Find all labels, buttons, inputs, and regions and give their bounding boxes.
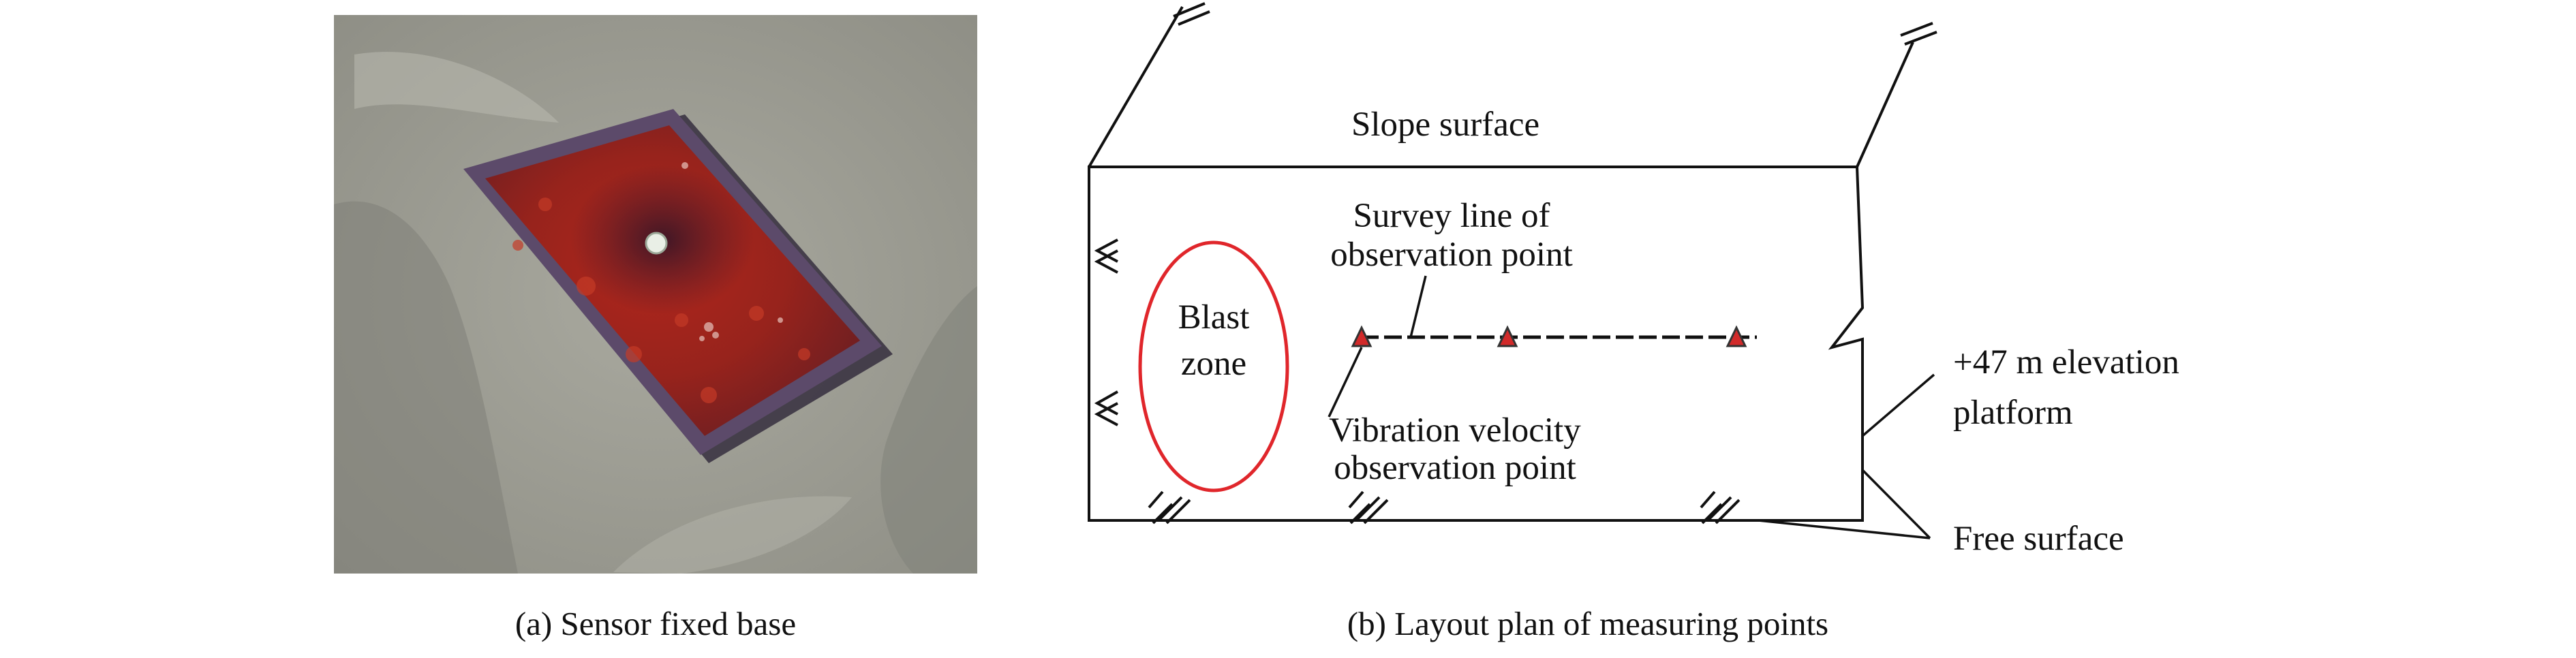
break-mark-right-top — [1900, 22, 1937, 46]
hatch-bottom-1 — [1148, 490, 1191, 524]
hatch-bottom-2 — [1348, 490, 1389, 524]
hatch-left-upper — [1094, 238, 1118, 274]
label-survey-line-2: observation point — [1330, 236, 1573, 274]
label-free-surface: Free surface — [1953, 520, 2124, 558]
observation-point-marker-2 — [1497, 325, 1518, 347]
caption-a: (a) Sensor fixed base — [515, 605, 796, 642]
caption-b: (b) Layout plan of measuring points — [1347, 605, 1828, 642]
sensor-fixed-base-photo — [334, 15, 977, 574]
photo-shadow-right — [880, 286, 977, 574]
sensor-icon — [645, 232, 668, 255]
leader-free-surface-2 — [1758, 519, 1931, 539]
photo-highlight-top — [354, 52, 559, 123]
observation-point-marker-1 — [1351, 325, 1373, 347]
hatch-left-lower — [1094, 390, 1118, 426]
platform-outline — [1088, 166, 1865, 522]
blast-zone-ellipse — [1138, 240, 1289, 492]
slope-line-right — [1856, 42, 1914, 168]
leader-lines — [1328, 275, 1935, 539]
leader-free-surface-1 — [1861, 469, 1931, 539]
label-blast-1: Blast — [1178, 298, 1250, 336]
slope-line-left — [1088, 5, 1184, 168]
label-survey-line-1: Survey line of — [1353, 197, 1550, 235]
label-platform-1: +47 m elevation — [1953, 343, 2179, 381]
leader-platform — [1861, 373, 1935, 437]
observation-point-marker-3 — [1726, 325, 1747, 347]
photo-shadow-left — [334, 201, 518, 574]
rust-speckles — [512, 198, 810, 403]
leader-vibration-point — [1328, 347, 1363, 418]
label-platform-2: platform — [1953, 394, 2073, 432]
leader-survey-line — [1409, 275, 1427, 338]
break-mark-left-top — [1173, 2, 1210, 26]
layout-plan — [1088, 2, 1937, 524]
pale-speckles — [681, 162, 783, 341]
label-slope-surface: Slope surface — [1351, 106, 1539, 144]
label-vibration-1: Vibration velocity — [1329, 411, 1581, 450]
hatch-bottom-3 — [1700, 490, 1741, 524]
photo-highlight-bottom — [613, 496, 852, 574]
label-vibration-2: observation point — [1334, 449, 1576, 487]
label-blast-2: zone — [1181, 345, 1246, 383]
